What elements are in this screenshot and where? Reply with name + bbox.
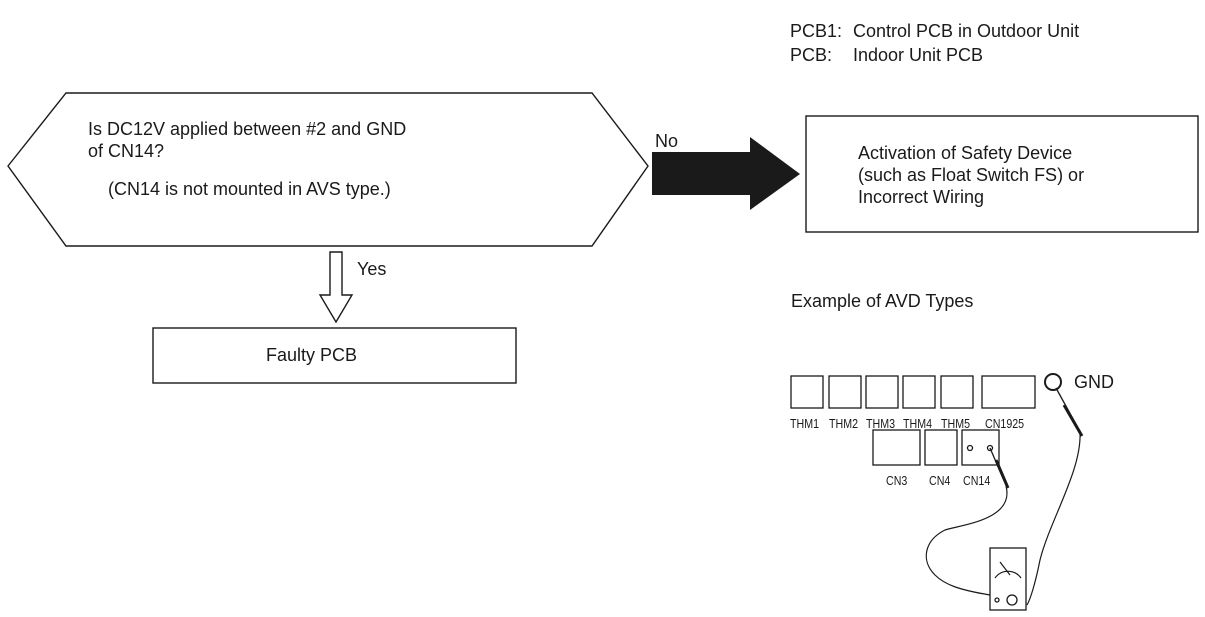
gnd-label: GND xyxy=(1074,372,1114,392)
no-label: No xyxy=(655,131,679,151)
decision-question-line1: Is DC12V applied between #2 and GND xyxy=(88,119,407,139)
connector-label-thm3: THM3 xyxy=(866,416,896,431)
connector-label-cn1925: CN1925 xyxy=(985,416,1025,431)
legend-pcb-key: PCB: xyxy=(790,45,833,65)
no-result-line3: Incorrect Wiring xyxy=(858,187,985,207)
yes-label: Yes xyxy=(357,259,387,279)
connector-label-thm5: THM5 xyxy=(941,416,971,431)
pcb-connector-illustration xyxy=(790,373,1084,611)
connector-cn14-icon xyxy=(961,429,1000,466)
connector-label-thm1: THM1 xyxy=(790,416,820,431)
connector-label-cn14: CN14 xyxy=(963,473,991,488)
connector-label-cn4: CN4 xyxy=(929,473,951,488)
no-result-line1: Activation of Safety Device xyxy=(858,143,1073,163)
voltmeter-icon xyxy=(989,547,1027,611)
decision-hexagon xyxy=(7,92,649,247)
yes-result: Faulty PCB xyxy=(266,345,358,365)
connector-cn4-icon xyxy=(924,429,958,466)
connector-label-thm2: THM2 xyxy=(829,416,859,431)
result-box-no xyxy=(805,115,1199,233)
connector-thm1-icon xyxy=(790,375,824,409)
decision-note: (CN14 is not mounted in AVS type.) xyxy=(108,179,391,199)
connector-cn1925-icon xyxy=(981,375,1036,409)
example-title: Example of AVD Types xyxy=(791,291,974,311)
connector-label-cn3: CN3 xyxy=(886,473,908,488)
connector-thm2-icon xyxy=(828,375,862,409)
connector-thm4-icon xyxy=(902,375,936,409)
legend-pcb-value: Indoor Unit PCB xyxy=(853,45,984,65)
connector-cn3-icon xyxy=(872,429,921,466)
connector-thm5-icon xyxy=(940,375,974,409)
yes-arrow-icon xyxy=(318,251,354,324)
connector-label-thm4: THM4 xyxy=(903,416,933,431)
no-result-line2: (such as Float Switch FS) or xyxy=(858,165,1085,185)
connector-thm3-icon xyxy=(865,375,899,409)
no-arrow-icon xyxy=(652,137,800,210)
decision-question-line2: of CN14? xyxy=(88,141,165,161)
legend-pcb1-value: Control PCB in Outdoor Unit xyxy=(853,21,1080,41)
gnd-terminal-icon xyxy=(1044,373,1062,391)
result-box-yes xyxy=(152,327,517,384)
legend-pcb1-key: PCB1: xyxy=(790,21,843,41)
cn14-pin-2-icon xyxy=(986,444,994,452)
cn14-pin-1-icon xyxy=(966,444,974,452)
